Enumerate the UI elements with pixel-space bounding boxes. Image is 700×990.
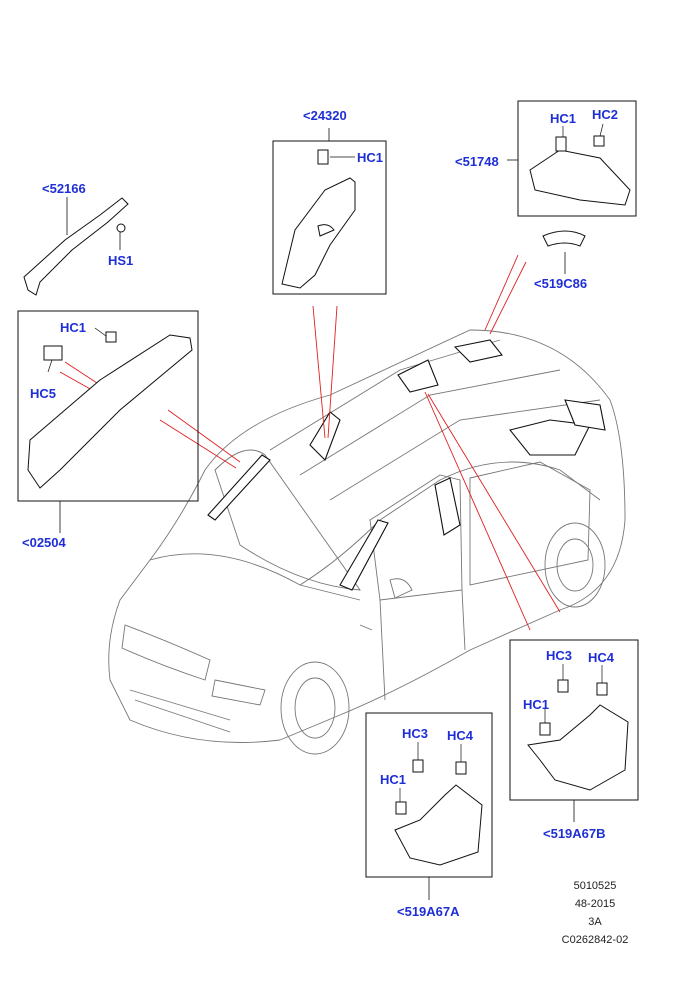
part-label-hc4-b: HC4 xyxy=(588,650,615,665)
callout-519A67B[interactable]: <519A67B xyxy=(543,826,606,841)
clip-hc3-a xyxy=(412,759,424,773)
part-label-hc3-a: HC3 xyxy=(402,726,429,741)
callout-leaders xyxy=(59,128,575,900)
reference-line-4: C0262842-02 xyxy=(561,934,629,946)
callout-02504[interactable]: <02504 xyxy=(22,535,66,550)
callout-24320[interactable]: <24320 xyxy=(303,108,347,123)
callout-519A67A[interactable]: <519A67A xyxy=(397,904,460,919)
trim-519C86 xyxy=(542,230,586,247)
clip-hc3-b xyxy=(557,679,569,693)
clip-hc1-24320 xyxy=(317,149,329,165)
frame-02504 xyxy=(17,310,199,502)
part-label-hc4-a: HC4 xyxy=(447,728,474,743)
callout-519C86[interactable]: <519C86 xyxy=(534,276,588,291)
hs1-screw xyxy=(116,223,126,233)
part-label-hs1: HS1 xyxy=(108,253,134,268)
clip-hc2-51748 xyxy=(593,135,605,147)
reference-line-3: 3A xyxy=(588,916,602,928)
reference-line-1: 5010525 xyxy=(573,880,617,892)
part-label-hc2: HC2 xyxy=(592,107,619,122)
part-label-hc1-24320: HC1 xyxy=(357,150,384,165)
part-label-hc3-b: HC3 xyxy=(546,648,573,663)
clip-leaders xyxy=(47,123,604,802)
clip-hc1-a xyxy=(395,801,407,815)
clip-hc1-b xyxy=(539,722,551,736)
frame-24320 xyxy=(272,140,387,295)
part-label-hc1-02504: HC1 xyxy=(60,320,87,335)
vehicle-outline xyxy=(108,329,626,755)
clip-hc5 xyxy=(43,345,63,361)
trim-519A67B xyxy=(527,704,629,791)
frame-51748 xyxy=(517,100,637,217)
callout-52166[interactable]: <52166 xyxy=(42,181,86,196)
reference-line-2: 48-2015 xyxy=(574,898,616,910)
trim-24320 xyxy=(281,177,356,289)
bracket-52166 xyxy=(23,197,129,296)
part-drawings xyxy=(23,135,631,866)
trim-51748 xyxy=(529,149,631,206)
clip-hc1-51748 xyxy=(555,136,567,152)
clip-hc1-02504 xyxy=(105,331,117,343)
trim-519A67A xyxy=(394,784,483,866)
clip-hc4-b xyxy=(596,682,608,696)
part-label-hc1-b: HC1 xyxy=(523,697,550,712)
part-label-hc1-51748: HC1 xyxy=(550,111,577,126)
part-label-hc1-a: HC1 xyxy=(380,772,407,787)
callout-51748[interactable]: <51748 xyxy=(455,154,499,169)
trim-02504 xyxy=(27,334,193,489)
part-label-hc5: HC5 xyxy=(30,386,57,401)
clip-hc4-a xyxy=(455,761,467,775)
